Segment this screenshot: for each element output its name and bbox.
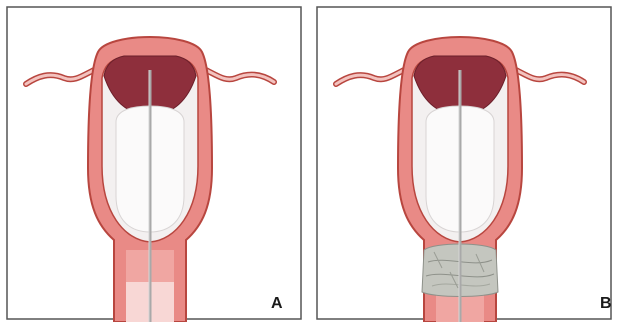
panel-a-diagram [6, 6, 302, 322]
panel-b-diagram [316, 6, 612, 322]
panel-b-label: B [600, 296, 612, 312]
panel-a-label: A [271, 296, 283, 312]
